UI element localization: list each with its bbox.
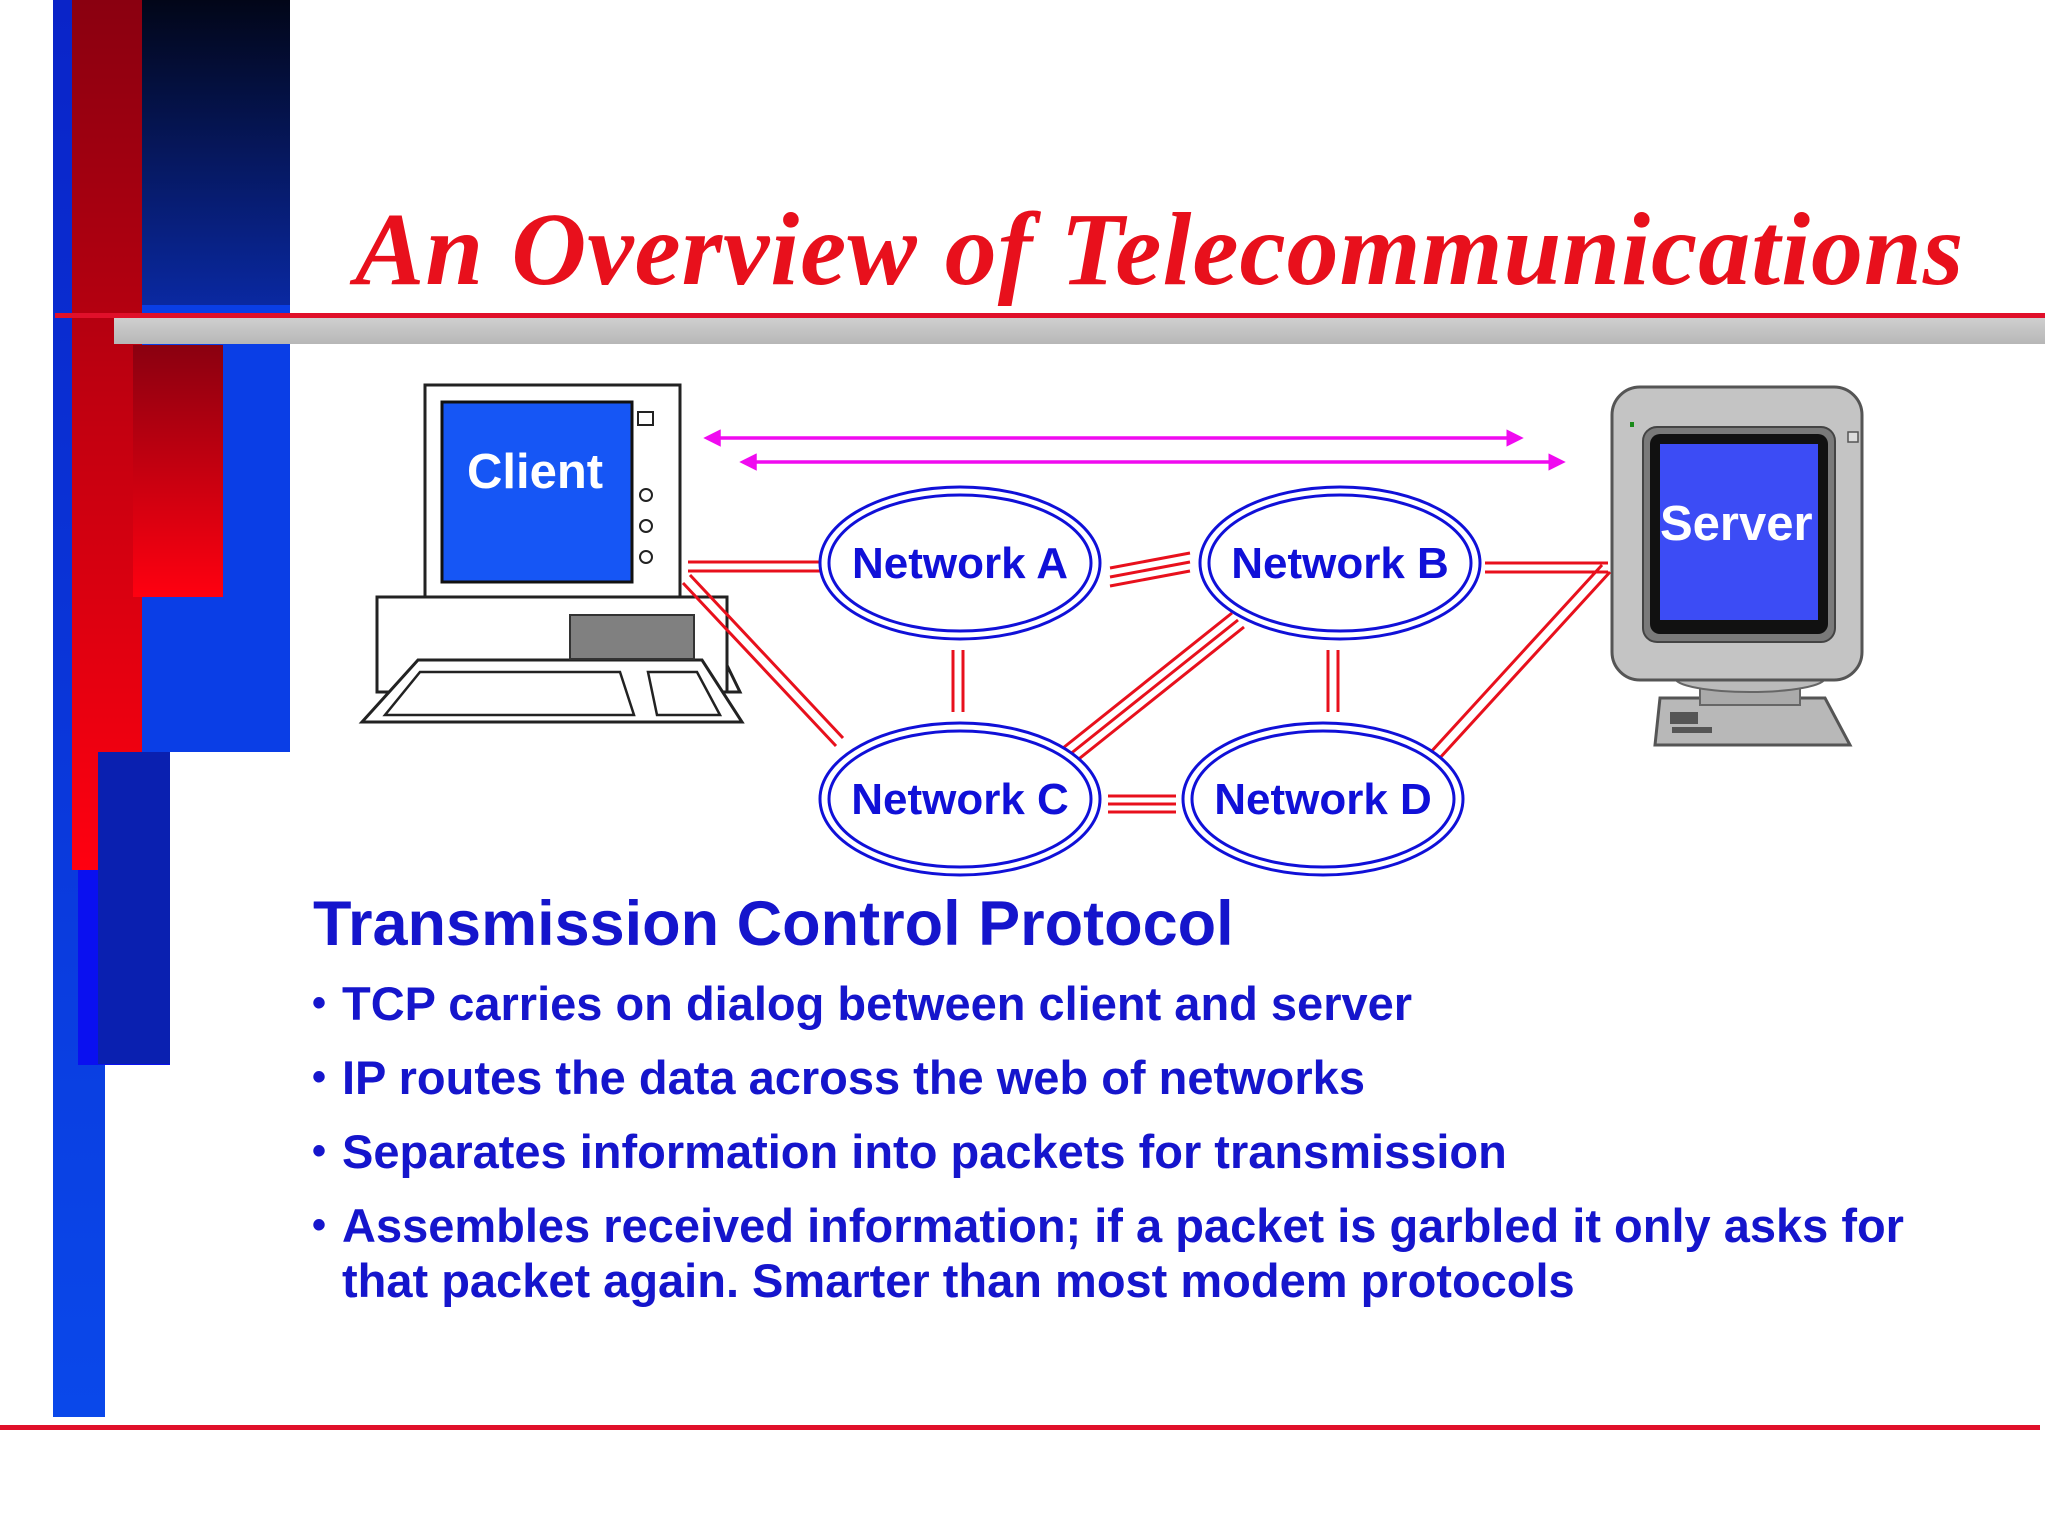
link-c-b-2 — [1068, 618, 1239, 757]
footer-rule — [0, 1425, 2040, 1430]
network-b-label: Network B — [1231, 539, 1449, 588]
bullet-marker: • — [312, 1203, 327, 1247]
section-heading: Transmission Control Protocol — [313, 889, 1234, 959]
link-a-b-1 — [1109, 551, 1191, 570]
server-label: Server — [1660, 497, 1813, 551]
bullet-text: Separates information into packets for t… — [342, 1125, 1507, 1178]
bullet-marker: • — [312, 1055, 327, 1099]
link-c-b-3 — [1074, 625, 1245, 764]
bullet-item: • IP routes the data across the web of n… — [312, 1050, 1962, 1105]
network-d-node — [1181, 721, 1465, 877]
link-a-b-2 — [1109, 560, 1191, 579]
bullet-item: • Separates information into packets for… — [312, 1124, 1962, 1179]
bullet-marker: • — [312, 981, 327, 1025]
network-b-node — [1198, 485, 1482, 641]
link-client-c-2 — [681, 581, 838, 748]
link-d-server-1 — [1428, 563, 1604, 755]
network-c-node — [818, 721, 1102, 877]
network-a-label: Network A — [852, 539, 1068, 588]
bullet-list: • TCP carries on dialog between client a… — [312, 976, 1962, 1327]
server-computer-icon — [1610, 385, 1864, 747]
link-a-b-3 — [1109, 569, 1191, 588]
network-c-label: Network C — [851, 775, 1069, 824]
title-bar — [114, 318, 2045, 344]
link-d-server-2 — [1436, 570, 1612, 762]
network-nodes — [818, 485, 1482, 877]
bullet-text: IP routes the data across the web of net… — [342, 1051, 1365, 1104]
network-d-label: Network D — [1214, 775, 1432, 824]
dialog-arrows — [703, 429, 1566, 471]
bullet-text: TCP carries on dialog between client and… — [342, 977, 1413, 1030]
link-c-b-1 — [1062, 611, 1233, 750]
title-underline — [55, 313, 2045, 318]
bullet-text: Assembles received information; if a pac… — [342, 1199, 1904, 1307]
network-links — [681, 551, 1612, 814]
bullet-item: • Assembles received information; if a p… — [312, 1198, 1962, 1308]
network-a-node — [818, 485, 1102, 641]
slide-title: An Overview of Telecommunications — [355, 192, 1965, 307]
bullet-marker: • — [312, 1129, 327, 1173]
client-label: Client — [467, 445, 604, 499]
link-client-c-1 — [688, 573, 845, 740]
client-computer-icon — [358, 383, 745, 724]
bullet-item: • TCP carries on dialog between client a… — [312, 976, 1962, 1031]
